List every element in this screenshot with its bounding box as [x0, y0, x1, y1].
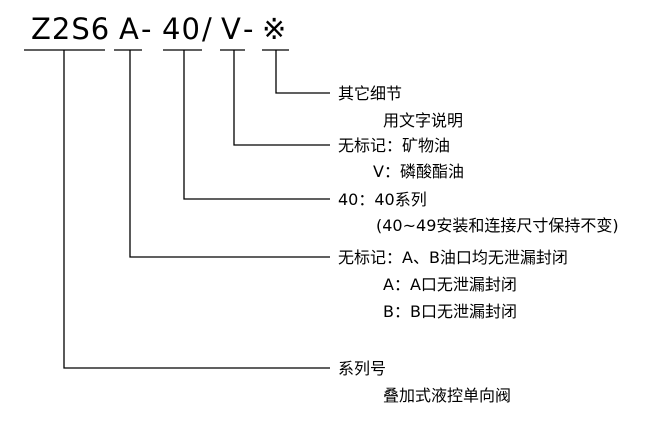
code-seal: V	[221, 12, 242, 46]
code-dash-1: -	[141, 12, 153, 46]
desc-other-1: 其它细节	[338, 84, 403, 103]
desc-port-2: A：A口无泄漏封闭	[383, 275, 517, 294]
leader-port	[129, 50, 330, 258]
desc-series-number-1: 40：40系列	[338, 190, 427, 209]
leader-seal	[233, 50, 330, 146]
desc-series-1: 系列号	[338, 359, 387, 378]
desc-series-2: 叠加式液控单向阀	[383, 386, 512, 405]
code-port: A	[119, 12, 140, 46]
desc-seal-2: V：磷酸酯油	[373, 162, 464, 181]
leader-other	[275, 50, 330, 94]
code-series: Z2S6	[31, 12, 111, 46]
leader-series	[63, 50, 330, 369]
desc-seal-1: 无标记：矿物油	[338, 136, 451, 155]
desc-other-2: 用文字说明	[383, 111, 464, 130]
leader-series-number	[183, 50, 330, 200]
desc-port-1: 无标记：A、B油口均无泄漏封闭	[338, 248, 568, 267]
code-series-number: 40	[162, 12, 201, 46]
code-other: ※	[262, 12, 288, 46]
desc-series-number-2: (40~49安装和连接尺寸保持不变)	[376, 216, 619, 235]
desc-port-3: B：B口无泄漏封闭	[383, 302, 517, 321]
code-dash-2: -	[243, 12, 255, 46]
code-slash: /	[202, 12, 213, 46]
